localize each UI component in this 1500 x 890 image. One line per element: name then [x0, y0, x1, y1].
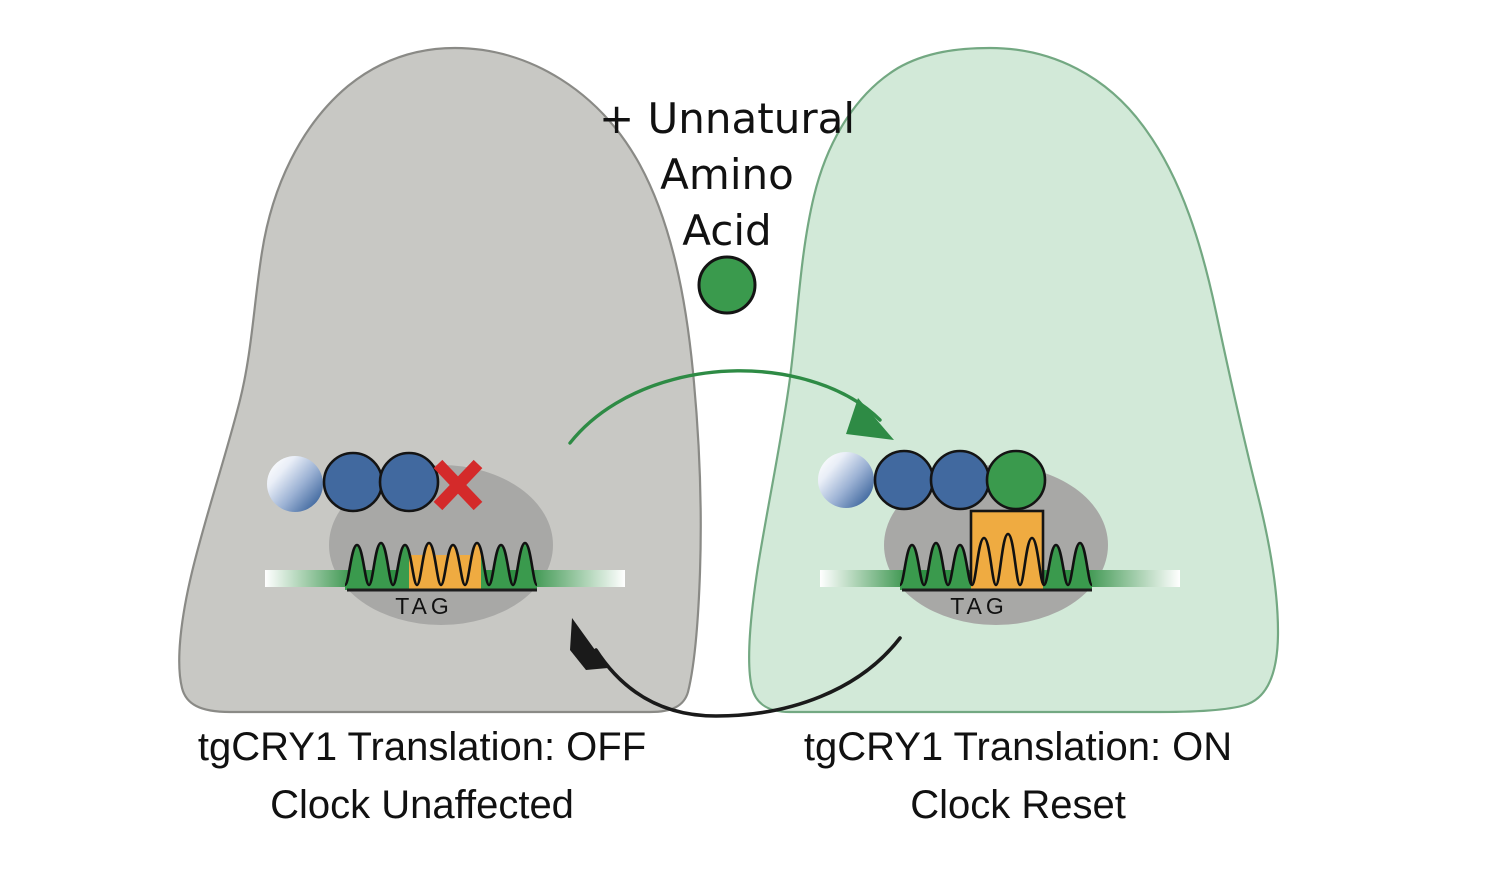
amino-acid-sphere — [267, 456, 323, 512]
caption-off-line-2: Clock Unaffected — [270, 783, 574, 827]
mrna-waveform-outline-off — [343, 541, 539, 587]
red-x-icon — [433, 459, 483, 511]
green-uptake-arrow — [568, 369, 894, 445]
caption-off-line-1: tgCRY1 Translation: OFF — [198, 725, 646, 769]
unnatural-amino-acid-sphere — [985, 449, 1047, 511]
cell-translation-off — [178, 46, 702, 714]
cell-membrane-on — [748, 46, 1280, 714]
cell-membrane-off — [178, 46, 702, 714]
title-line-3: Acid — [682, 206, 771, 255]
caption-on-line-1: tgCRY1 Translation: ON — [804, 725, 1232, 769]
amino-acid-sphere — [873, 449, 935, 511]
caption-on-line-2: Clock Reset — [910, 783, 1126, 827]
codon-label-off: TAG — [395, 593, 453, 619]
peptide-chain-off — [267, 451, 440, 513]
unnatural-amino-acid-title: + Unnatural Amino Acid — [599, 94, 855, 255]
peptide-chain-on — [818, 449, 1047, 511]
amino-acid-sphere — [929, 449, 991, 511]
title-line-2: Amino — [660, 150, 794, 199]
amino-acid-sphere — [818, 452, 874, 508]
black-feedback-arrow — [570, 618, 902, 718]
caption-on: tgCRY1 Translation: ON Clock Reset — [804, 725, 1232, 827]
title-line-1: + Unnatural — [599, 94, 855, 143]
cell-translation-on — [748, 46, 1280, 714]
amino-acid-sphere — [378, 451, 440, 513]
translation-complex-on: TAG — [818, 449, 1180, 625]
mrna-waveform-outline-on — [898, 532, 1094, 587]
amino-acid-sphere — [322, 451, 384, 513]
translation-complex-off: TAG — [265, 451, 625, 625]
codon-label-on: TAG — [950, 593, 1008, 619]
caption-off: tgCRY1 Translation: OFF Clock Unaffected — [198, 725, 646, 827]
green-circle-icon — [697, 255, 757, 315]
